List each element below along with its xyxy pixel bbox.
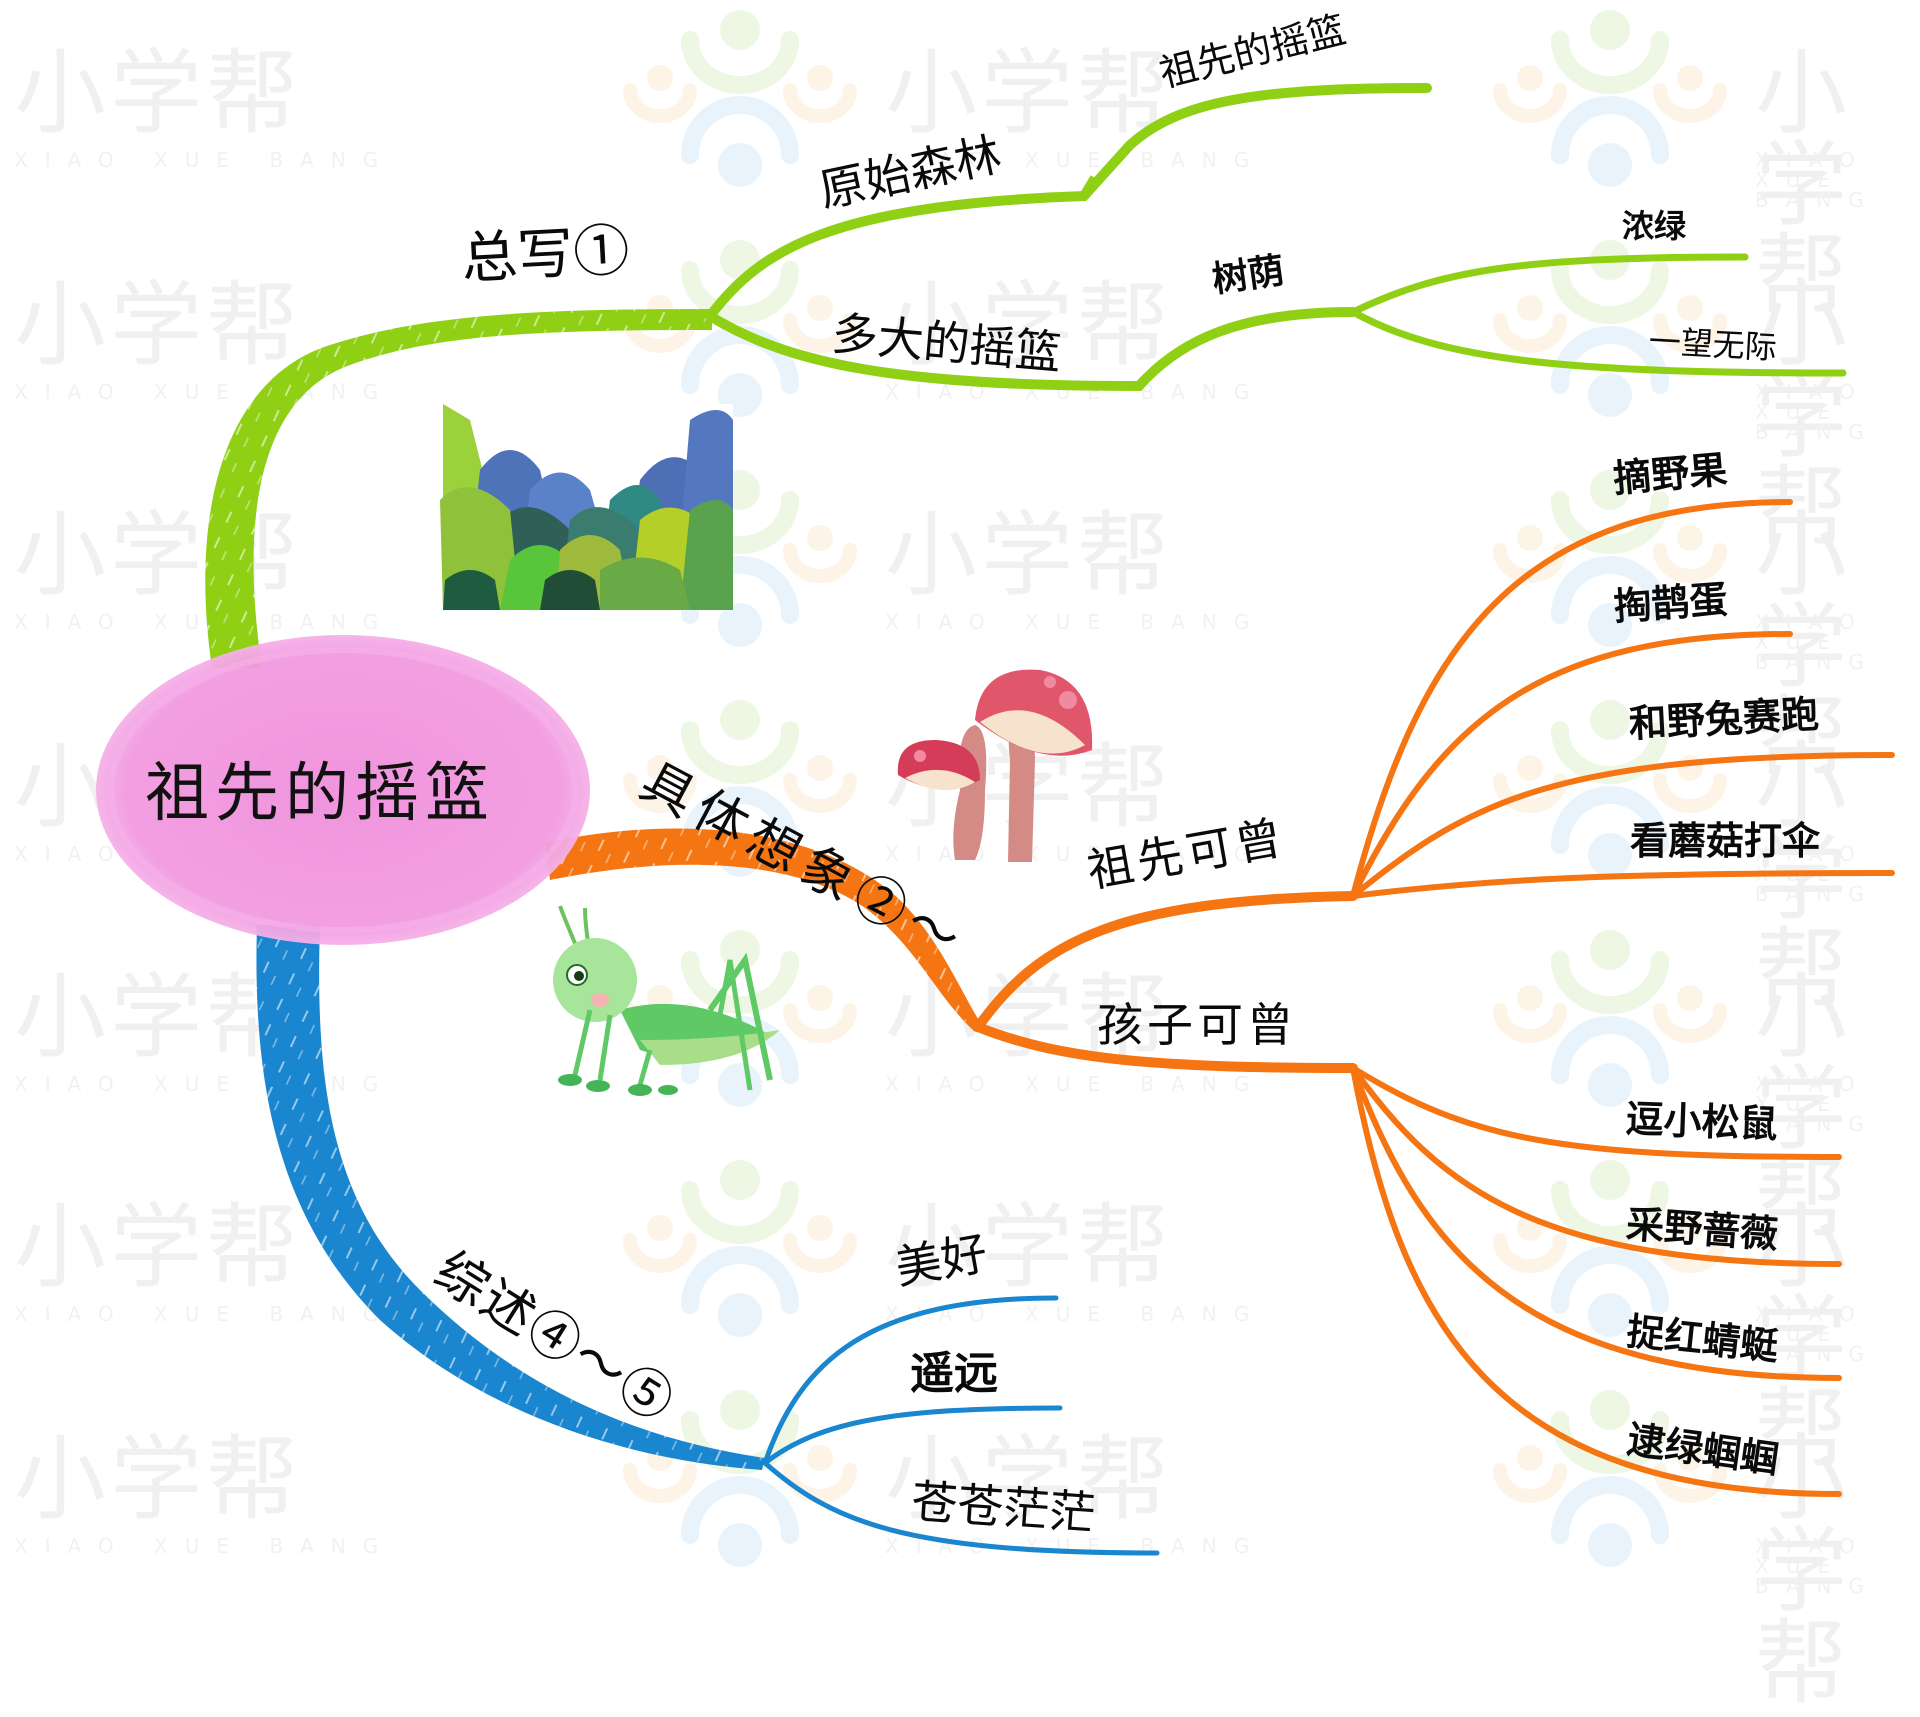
watermark-subtext: XIAO XUE BANG [1755, 842, 1881, 906]
watermark-subtext: XIAO XUE BANG [885, 148, 1267, 172]
branch-lines [96, 83, 1895, 1556]
watermark-text: 小学帮 [885, 1426, 1174, 1533]
watermark-text: 小学帮 [14, 40, 303, 147]
orange-branch [545, 499, 1895, 1497]
leaf-label[interactable]: 采野蔷薇 [1624, 1201, 1780, 1257]
watermark-subtext: XIAO XUE BANG [1755, 1302, 1881, 1366]
watermark-subtext: XIAO XUE BANG [885, 380, 1267, 404]
blue-branch [256, 925, 1160, 1556]
node-label[interactable]: 孩子可曾 [1097, 998, 1297, 1052]
watermark-subtext: XIAO XUE BANG [14, 1302, 396, 1326]
leaf-label[interactable]: 遥远 [910, 1348, 998, 1399]
watermark-text: 小学帮 [14, 964, 303, 1071]
watermark-text: 小学帮 [1755, 502, 1852, 793]
watermark-text: 小学帮 [1755, 272, 1852, 563]
watermark-subtext: XIAO XUE BANG [885, 1072, 1267, 1096]
watermark-text: 小学帮 [885, 1194, 1174, 1301]
center-node[interactable] [96, 635, 590, 945]
watermark-subtext: XIAO XUE BANG [14, 1534, 396, 1558]
green-branch [205, 83, 1847, 668]
watermark-subtext: XIAO XUE BANG [1755, 380, 1881, 444]
watermark-text: 小学帮 [1755, 40, 1852, 331]
leaf-label[interactable]: 掏鹊蛋 [1612, 576, 1729, 629]
leaf-label[interactable]: 苍苍茫茫 [909, 1474, 1098, 1541]
watermark-subtext: XIAO XUE BANG [14, 610, 396, 634]
watermark-subtext: XIAO XUE BANG [1755, 1072, 1881, 1136]
watermark-subtext: XIAO XUE BANG [885, 610, 1267, 634]
branch-label-green[interactable]: 总写① [459, 218, 631, 292]
watermark-subtext: XIAO XUE BANG [1755, 148, 1881, 212]
leaf-label[interactable]: 摘野果 [1611, 446, 1729, 501]
node-label[interactable]: 树荫 [1209, 249, 1287, 301]
center-node-title[interactable]: 祖先的摇篮 [145, 757, 495, 831]
mind-map-canvas: 小学帮 XIAO XUE BANG 小学帮 XIAO XUE BANG 小学帮 … [14, 0, 1895, 1710]
watermark-text: 小学帮 [885, 272, 1174, 379]
watermark-text: 小学帮 [14, 1426, 303, 1533]
watermark-subtext: XIAO XUE BANG [885, 1302, 1267, 1326]
leaf-label[interactable]: 逗小松鼠 [1624, 1096, 1779, 1147]
watermark-text: 小学帮 [1755, 964, 1852, 1255]
leaf-label[interactable]: 看蘑菇打伞 [1630, 818, 1821, 863]
leaf-label[interactable]: 一望无际 [1647, 322, 1778, 367]
watermark-text: 小学帮 [885, 502, 1174, 609]
leaf-label[interactable]: 和野兔赛跑 [1627, 691, 1820, 746]
watermark-text: 小学帮 [1755, 1194, 1852, 1485]
watermark-text: 小学帮 [885, 40, 1174, 147]
watermark-text: 小学帮 [14, 272, 303, 379]
watermark-subtext: XIAO XUE BANG [14, 148, 396, 172]
watermark-text: 小学帮 [14, 1194, 303, 1301]
leaf-label[interactable]: 浓绿 [1622, 207, 1687, 245]
